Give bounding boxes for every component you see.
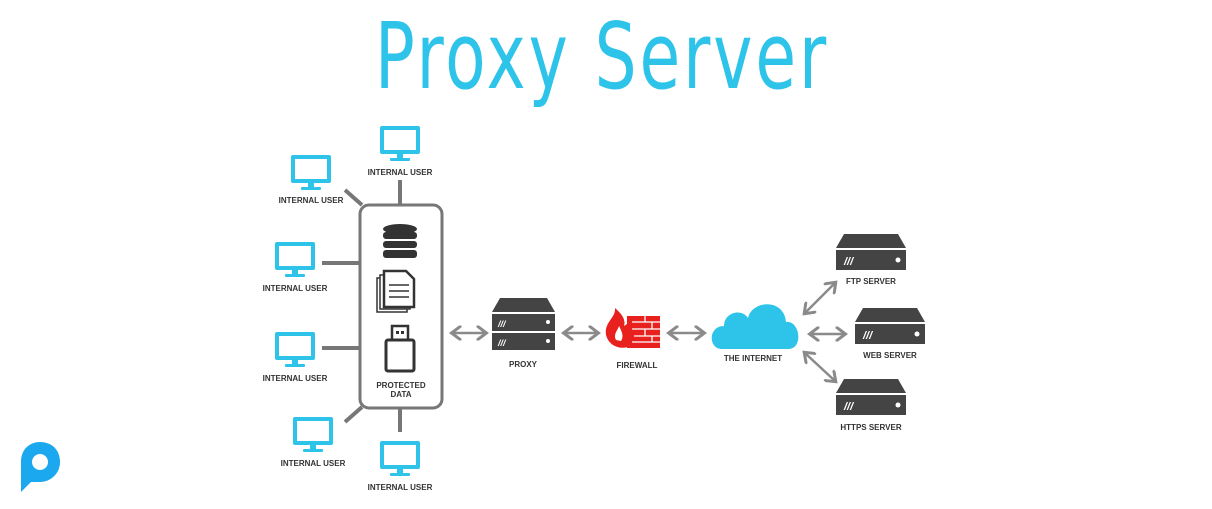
web-server: WEB SERVER xyxy=(855,308,925,360)
svg-text:HTTPS SERVER: HTTPS SERVER xyxy=(840,423,901,432)
cloud-icon xyxy=(711,304,799,349)
https-server: HTTPS SERVER xyxy=(836,379,906,432)
svg-text:///: /// xyxy=(497,319,507,329)
documents-icon xyxy=(376,269,416,313)
internal-user-5: INTERNAL USER xyxy=(281,417,346,468)
server-icon xyxy=(836,234,906,270)
connection-arrows xyxy=(454,284,843,380)
database-icon xyxy=(383,224,417,258)
monitor-icon xyxy=(380,126,420,161)
svg-text:WEB SERVER: WEB SERVER xyxy=(863,351,917,360)
firewall: FIREWALL xyxy=(605,308,660,370)
monitor-icon xyxy=(275,242,315,277)
svg-text:///: /// xyxy=(497,338,507,348)
svg-text:FTP SERVER: FTP SERVER xyxy=(846,277,896,286)
monitor-icon xyxy=(293,417,333,452)
page-title: Proxy Server xyxy=(375,3,829,110)
svg-text:INTERNAL USER: INTERNAL USER xyxy=(281,459,346,468)
brand-logo-icon xyxy=(21,442,60,492)
svg-text:INTERNAL USER: INTERNAL USER xyxy=(368,168,433,177)
monitor-icon xyxy=(380,441,420,476)
protected-data-label: PROTECTED xyxy=(376,381,426,390)
user-connectors xyxy=(322,180,402,432)
svg-text:INTERNAL USER: INTERNAL USER xyxy=(263,284,328,293)
monitor-icon xyxy=(291,155,331,190)
usb-drive-icon xyxy=(384,324,416,373)
svg-text:DATA: DATA xyxy=(390,390,411,399)
internal-user-4: INTERNAL USER xyxy=(263,332,328,383)
internal-user-6: INTERNAL USER xyxy=(368,441,433,492)
svg-text:FIREWALL: FIREWALL xyxy=(617,361,658,370)
protected-data-box: PROTECTED DATA xyxy=(358,203,444,410)
firewall-icon xyxy=(605,308,660,348)
svg-text:INTERNAL USER: INTERNAL USER xyxy=(263,374,328,383)
svg-text:THE INTERNET: THE INTERNET xyxy=(724,354,782,363)
the-internet: THE INTERNET xyxy=(711,304,799,363)
svg-text:INTERNAL USER: INTERNAL USER xyxy=(368,483,433,492)
server-icon xyxy=(836,379,906,415)
server-icon xyxy=(855,308,925,344)
monitor-icon xyxy=(275,332,315,367)
svg-text:INTERNAL USER: INTERNAL USER xyxy=(279,196,344,205)
server-icon: /// /// xyxy=(492,298,555,350)
internal-user-3: INTERNAL USER xyxy=(263,242,328,293)
internal-user-1: INTERNAL USER xyxy=(368,126,433,177)
internal-user-2: INTERNAL USER xyxy=(279,155,344,205)
proxy-server: /// /// PROXY xyxy=(492,298,555,369)
svg-text:PROXY: PROXY xyxy=(509,360,538,369)
ftp-server: FTP SERVER xyxy=(836,234,906,286)
